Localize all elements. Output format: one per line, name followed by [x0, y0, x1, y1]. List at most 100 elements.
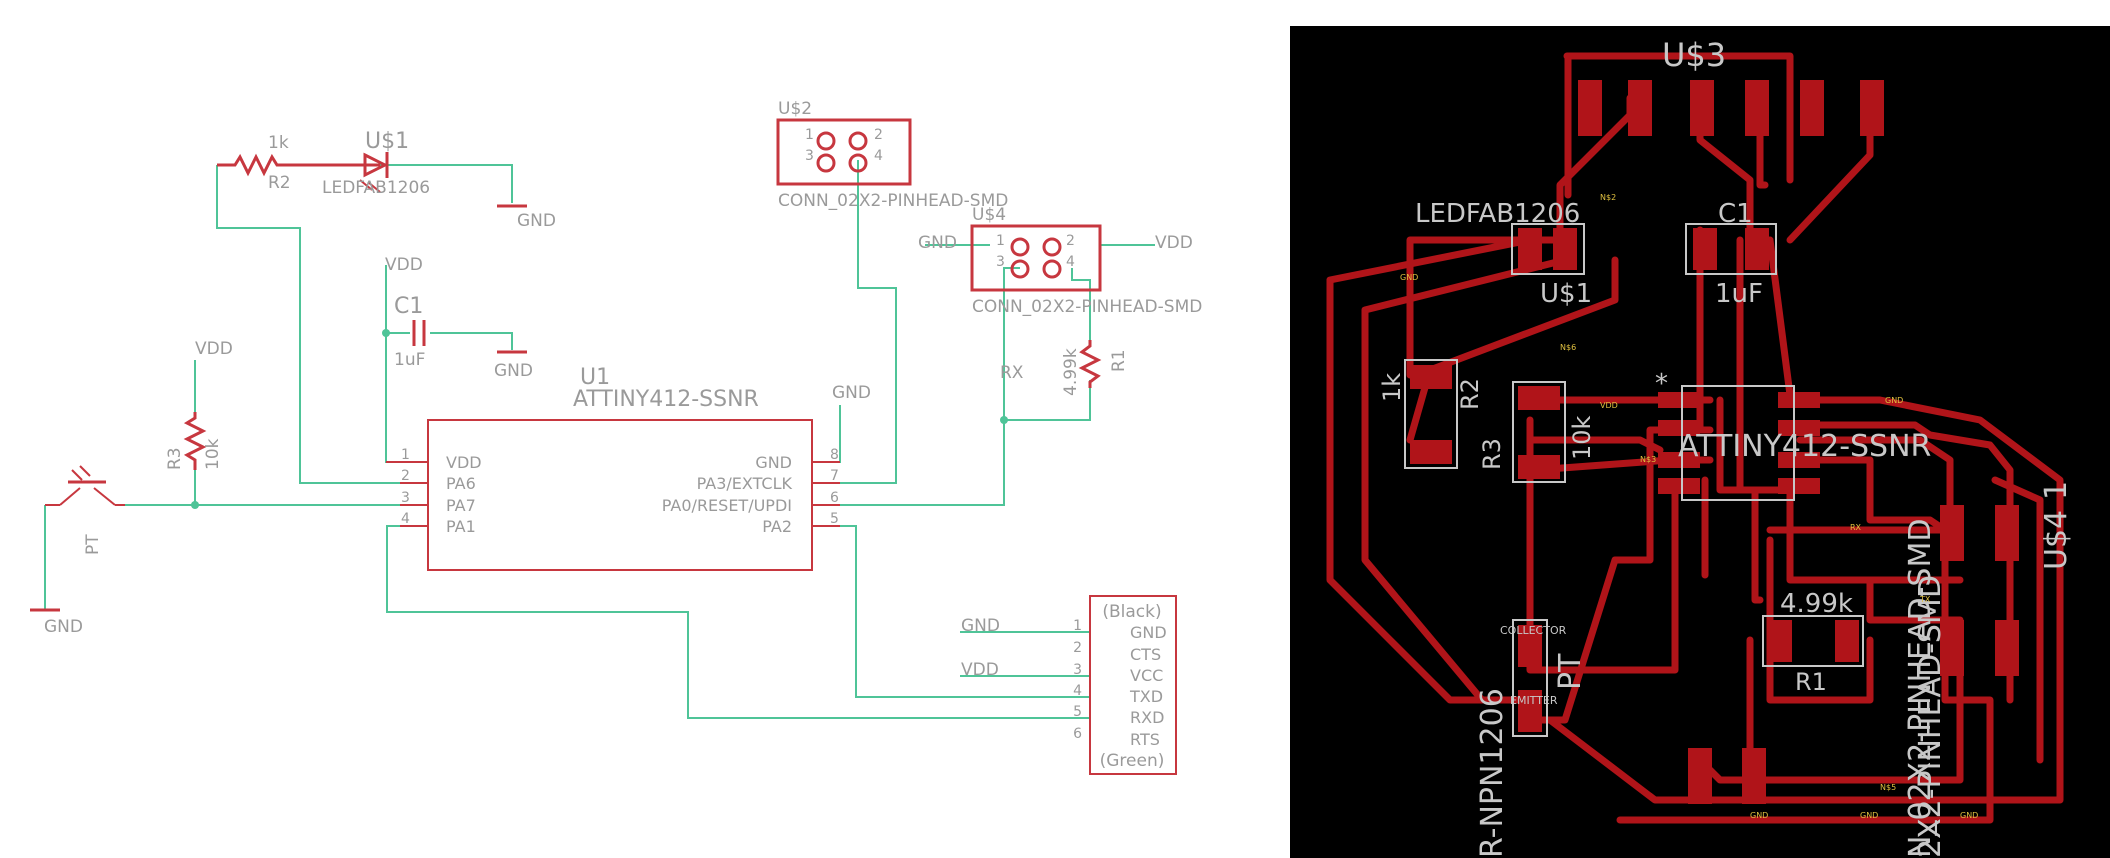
svg-text:1: 1: [805, 127, 814, 143]
gnd-symbol-5: GND: [918, 233, 957, 253]
svg-text:C1: C1: [1718, 199, 1753, 229]
svg-text:2: 2: [401, 468, 410, 484]
svg-text:1uF: 1uF: [1715, 279, 1763, 309]
led-u1[interactable]: U$1 LEDFAB1206: [292, 129, 430, 198]
u1-value: ATTINY412-SSNR: [573, 387, 759, 412]
svg-text:U$1: U$1: [1540, 279, 1592, 309]
u2-name: U$2: [778, 99, 812, 119]
u4-value: CONN_02X2-PINHEAD-SMD: [972, 297, 1202, 317]
u1-name: U1: [580, 365, 610, 390]
ftdi-header[interactable]: (Black) (Green) 1 2 3 4 5 6 GND CTS VCC …: [1073, 595, 1177, 775]
svg-text:GND: GND: [961, 616, 1000, 636]
svg-text:N$6: N$6: [1560, 343, 1576, 352]
svg-text:VCC: VCC: [1130, 666, 1163, 685]
svg-text:1: 1: [2039, 481, 2074, 500]
u4-name: U$4: [972, 205, 1006, 225]
svg-text:N$3: N$3: [1640, 455, 1656, 464]
vdd-label-u4: VDD: [1155, 233, 1193, 253]
r1-value: 4.99k: [1061, 348, 1081, 396]
svg-text:6: 6: [1073, 726, 1082, 742]
ic-u1[interactable]: U1 ATTINY412-SSNR 1 2 3 4 VDD PA6 PA7 PA…: [386, 365, 840, 571]
pt-name: PT: [83, 534, 103, 555]
svg-text:1: 1: [1073, 618, 1082, 634]
svg-text:GND: GND: [494, 361, 533, 381]
pcb-labels: U$3 LEDFAB1206 U$1 C1 1uF 1k R2 R3 10k *…: [1378, 36, 2074, 858]
c1-value: 1uF: [394, 350, 425, 370]
svg-text:R3: R3: [1478, 438, 1506, 470]
svg-text:2: 2: [1066, 233, 1075, 249]
svg-text:GND: GND: [1400, 273, 1418, 282]
svg-text:CTS: CTS: [1130, 645, 1161, 664]
svg-text:4: 4: [1066, 254, 1075, 270]
svg-text:*: *: [1655, 369, 1668, 399]
svg-text:EMITTER: EMITTER: [1510, 694, 1558, 707]
svg-text:PA1: PA1: [446, 517, 476, 536]
svg-text:4: 4: [1073, 683, 1082, 699]
svg-text:TXD: TXD: [1129, 687, 1163, 706]
pcb-board-panel: U$3 LEDFAB1206 U$1 C1 1uF 1k R2 R3 10k *…: [1290, 26, 2110, 858]
svg-text:10k: 10k: [1568, 415, 1596, 460]
svg-text:5: 5: [830, 511, 839, 527]
svg-text:3: 3: [401, 490, 410, 506]
resistor-r2[interactable]: 1k R2: [217, 133, 292, 193]
svg-text:GND: GND: [918, 233, 957, 253]
svg-text:GND: GND: [1960, 811, 1978, 820]
svg-text:RXD: RXD: [1130, 708, 1164, 727]
copper-pads: [1410, 80, 2019, 804]
capacitor-c1[interactable]: C1 1uF: [394, 294, 426, 370]
gnd-symbol-6: GND: [961, 616, 1000, 636]
svg-text:PA6: PA6: [446, 474, 476, 493]
vdd-label-r3: VDD: [195, 339, 233, 359]
svg-text:GND: GND: [832, 383, 871, 403]
svg-text:VDD: VDD: [446, 453, 482, 472]
led-value: LEDFAB1206: [322, 178, 430, 198]
svg-text:GND: GND: [1750, 811, 1768, 820]
phototransistor-pt[interactable]: PT: [45, 465, 125, 555]
svg-text:ATTINY412-SSNR: ATTINY412-SSNR: [1678, 429, 1931, 464]
svg-text:GND: GND: [517, 211, 556, 231]
svg-text:1: 1: [996, 233, 1005, 249]
svg-text:PA7: PA7: [446, 496, 476, 515]
svg-text:VDD: VDD: [1600, 401, 1618, 410]
r2-name: R2: [268, 173, 291, 193]
svg-text:3: 3: [996, 254, 1005, 270]
silkscreen-outlines: [1404, 223, 1864, 737]
svg-text:GND: GND: [755, 453, 792, 472]
svg-text:PA3/EXTCLK: PA3/EXTCLK: [697, 474, 793, 493]
svg-text:PA2: PA2: [762, 517, 792, 536]
svg-text:1: 1: [401, 447, 410, 463]
r3-value: 10k: [203, 438, 223, 470]
svg-text:R-NPN1206: R-NPN1206: [1475, 688, 1510, 858]
gnd-symbol-4: GND: [832, 383, 871, 403]
svg-text:TX: TX: [1919, 595, 1931, 604]
svg-text:2: 2: [874, 127, 883, 143]
ftdi-top-label: (Black): [1102, 602, 1161, 622]
svg-text:2X2-PINHEAD-SMD: 2X2-PINHEAD-SMD: [1913, 575, 1948, 858]
svg-text:3: 3: [1073, 662, 1082, 678]
svg-text:U$3: U$3: [1662, 36, 1726, 74]
vdd-label-ftdi: VDD: [961, 660, 999, 680]
svg-text:5: 5: [1073, 704, 1082, 720]
svg-text:N$5: N$5: [1880, 783, 1896, 792]
r1-name: R1: [1109, 349, 1129, 372]
svg-text:GND: GND: [1885, 396, 1903, 405]
connector-u4[interactable]: 1 2 3 4 U$4 CONN_02X2-PINHEAD-SMD: [970, 205, 1202, 317]
gnd-symbol-3: GND: [30, 608, 83, 637]
ftdi-bottom-label: (Green): [1100, 751, 1165, 771]
svg-text:4: 4: [874, 148, 883, 164]
u2-value: CONN_02X2-PINHEAD-SMD: [778, 191, 1008, 211]
schematic-panel: 1k R2 U$1 LEDFAB1206 GND GND GND GND: [30, 99, 1202, 775]
connector-u2[interactable]: 1 2 3 4 U$2 CONN_02X2-PINHEAD-SMD: [776, 99, 1008, 211]
vdd-label-c1: VDD: [385, 255, 423, 275]
svg-text:R1: R1: [1795, 668, 1827, 696]
gnd-symbol-2: GND: [494, 350, 533, 381]
svg-text:3: 3: [805, 148, 814, 164]
svg-text:4.99k: 4.99k: [1780, 589, 1853, 619]
resistor-r3[interactable]: R3 10k: [165, 412, 223, 470]
svg-text:8: 8: [830, 447, 839, 463]
svg-text:N$2: N$2: [1600, 193, 1616, 202]
svg-text:LEDFAB1206: LEDFAB1206: [1415, 199, 1580, 229]
resistor-r1[interactable]: R1 4.99k: [1061, 340, 1129, 396]
gnd-symbol-1: GND: [497, 204, 556, 231]
